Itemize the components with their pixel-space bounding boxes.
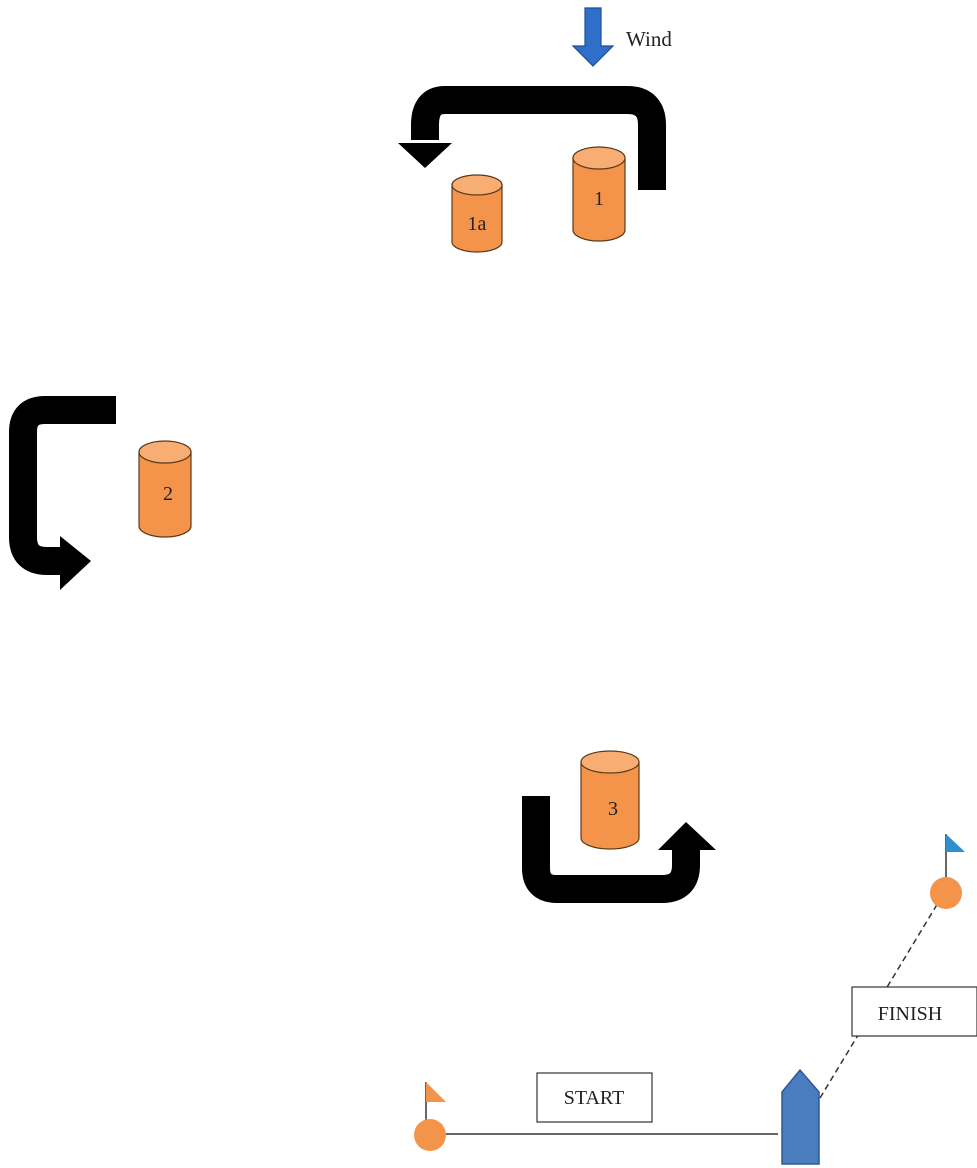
rounding-arrow-icon bbox=[411, 86, 666, 190]
mark-1a-label: 1a bbox=[468, 213, 487, 235]
start-pin-buoy bbox=[414, 1119, 446, 1151]
mark-1-buoy: 1 bbox=[572, 146, 626, 242]
buoy-body bbox=[138, 451, 192, 538]
start-flag-icon bbox=[426, 1082, 446, 1102]
mark-1-label: 1 bbox=[594, 188, 604, 210]
buoy-top bbox=[451, 174, 503, 196]
rounding-arrow-mark-2 bbox=[9, 396, 116, 590]
rounding-arrow-mark-1 bbox=[398, 86, 666, 190]
rounding-arrow-icon bbox=[9, 396, 116, 575]
arrowhead-icon bbox=[398, 143, 452, 168]
buoy-top bbox=[580, 750, 640, 774]
arrowhead-icon bbox=[60, 536, 91, 590]
mark-2-label: 2 bbox=[163, 483, 173, 505]
rounding-arrow-mark-3 bbox=[522, 796, 716, 903]
finish-label: FINISH bbox=[878, 1003, 942, 1025]
rounding-arrow-icon bbox=[522, 796, 700, 903]
finish-label-box bbox=[851, 986, 977, 1037]
committee-boat bbox=[781, 1068, 820, 1165]
arrowhead-icon bbox=[658, 822, 716, 850]
mark-1a-buoy: 1a bbox=[451, 174, 503, 253]
wind-label: Wind bbox=[626, 27, 672, 51]
finish-flag-icon bbox=[946, 834, 965, 852]
wind-arrow-icon bbox=[571, 7, 615, 67]
committee-boat-icon bbox=[781, 1068, 820, 1165]
finish-line-group: FINISH bbox=[819, 834, 977, 1099]
mark-3-label: 3 bbox=[608, 798, 618, 820]
start-label: START bbox=[564, 1087, 625, 1109]
finish-pin-buoy bbox=[930, 877, 962, 909]
buoy-body bbox=[580, 761, 640, 850]
start-label-box bbox=[536, 1072, 653, 1123]
buoy-body bbox=[572, 157, 626, 242]
buoy-top bbox=[138, 440, 192, 464]
mark-2-buoy: 2 bbox=[138, 440, 192, 538]
start-line-group: START bbox=[414, 1072, 778, 1151]
mark-3-buoy: 3 bbox=[580, 750, 640, 850]
wind-indicator: Wind bbox=[571, 7, 672, 67]
buoy-top bbox=[572, 146, 626, 170]
buoy-body bbox=[451, 184, 503, 253]
